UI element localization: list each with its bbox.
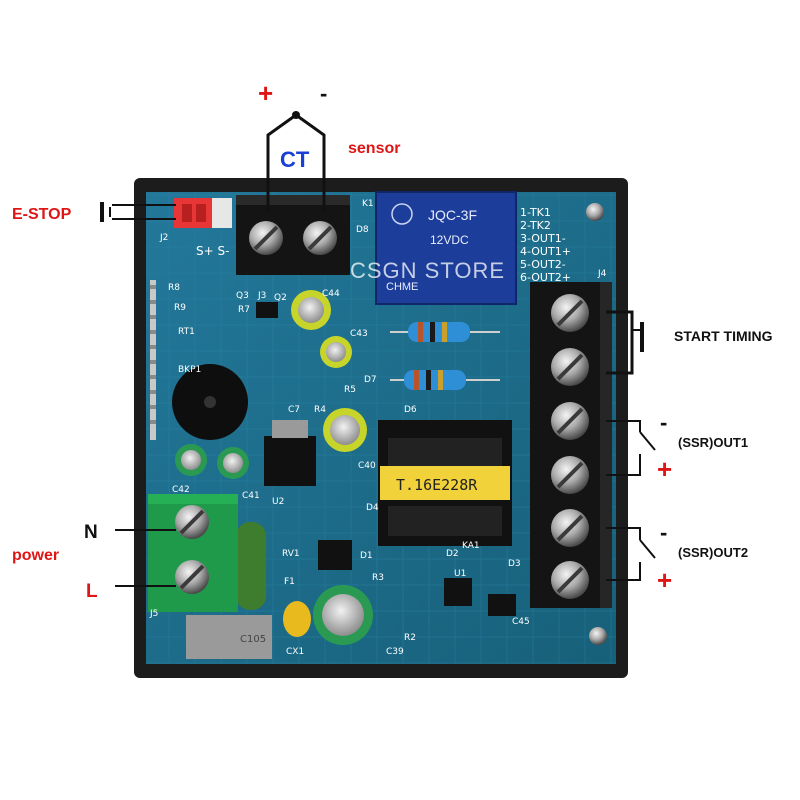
silk-ref: C40 bbox=[358, 461, 376, 471]
header-pins bbox=[150, 280, 156, 440]
silk-ref: J4 bbox=[597, 269, 607, 279]
terminal-silk-labels: 1-TK1 2-TK2 3-OUT1- 4-OUT1+ 5-OUT2- 6-OU… bbox=[520, 206, 571, 284]
silk-ref: D3 bbox=[508, 559, 521, 569]
silk-out2-pos: 6-OUT2+ bbox=[520, 271, 571, 284]
silk-ref: R4 bbox=[314, 405, 326, 415]
x-capacitor: C105 bbox=[186, 615, 272, 659]
output-terminal-block bbox=[530, 282, 612, 608]
resistors bbox=[390, 322, 500, 390]
silk-ref: C45 bbox=[512, 617, 530, 627]
mount-screw bbox=[589, 627, 607, 645]
silk-out1-pos: 4-OUT1+ bbox=[520, 245, 571, 258]
estop-label: E-STOP bbox=[12, 206, 72, 223]
small-ics bbox=[256, 302, 516, 616]
silk-ref: Q3 bbox=[236, 291, 249, 301]
relay: JQC-3F 12VDC CHME bbox=[375, 191, 517, 305]
out1-plus-label: + bbox=[657, 454, 672, 484]
silk-tk1: 1-TK1 bbox=[520, 206, 551, 219]
out2-label: (SSR)OUT2 bbox=[678, 545, 748, 560]
sensor-terminal bbox=[236, 195, 350, 275]
silk-ref: J2 bbox=[159, 233, 168, 243]
silk-ref: F1 bbox=[284, 577, 295, 587]
silk-out1-neg: 3-OUT1- bbox=[520, 232, 566, 245]
silk-ref: J5 bbox=[149, 609, 158, 619]
out1-label: (SSR)OUT1 bbox=[678, 435, 748, 450]
relay-voltage: 12VDC bbox=[430, 233, 469, 247]
transformer-label: T.16E228R bbox=[396, 476, 478, 494]
fuse bbox=[283, 601, 311, 637]
silk-ref: D8 bbox=[356, 225, 369, 235]
silk-ref: CX1 bbox=[286, 647, 304, 657]
l-label: L bbox=[86, 581, 98, 602]
ct-label: CT bbox=[280, 147, 310, 172]
capacitors bbox=[175, 290, 373, 645]
silk-ref: U2 bbox=[272, 497, 284, 507]
silk-ref: C39 bbox=[386, 647, 404, 657]
mount-screw bbox=[586, 203, 604, 221]
silk-refs: K1 J2 J3 Q2 Q3 R7 R8 R9 RT1 BKP1 C44 C43… bbox=[149, 199, 607, 657]
silk-ref: KA1 bbox=[462, 541, 480, 551]
silk-ref: R7 bbox=[238, 305, 250, 315]
out2-wiring bbox=[606, 527, 656, 581]
silk-ref: U1 bbox=[454, 569, 466, 579]
silk-ref: C44 bbox=[322, 289, 340, 299]
silk-ref: D2 bbox=[446, 549, 459, 559]
silk-ref: D1 bbox=[360, 551, 373, 561]
buzzer bbox=[172, 364, 248, 440]
relay-model: JQC-3F bbox=[428, 207, 477, 223]
x-capacitor-code: C105 bbox=[240, 634, 266, 645]
silk-ref: C43 bbox=[350, 329, 368, 339]
out1-wiring bbox=[606, 420, 656, 476]
sensor-silk: S+ S- bbox=[196, 244, 229, 258]
silk-ref: R2 bbox=[404, 633, 416, 643]
silk-ref: Q2 bbox=[274, 293, 287, 303]
silk-ref: D6 bbox=[404, 405, 417, 415]
estop-wiring bbox=[100, 202, 176, 222]
out1-minus-label: - bbox=[660, 410, 667, 435]
estop-connector bbox=[174, 198, 232, 228]
silk-ref: C7 bbox=[288, 405, 300, 415]
silk-ref: RT1 bbox=[178, 327, 195, 337]
silk-ref: C41 bbox=[242, 491, 260, 501]
silk-ref: R9 bbox=[174, 303, 186, 313]
power-wires bbox=[115, 529, 176, 587]
silk-ref: C42 bbox=[172, 485, 190, 495]
silk-ref: J3 bbox=[257, 291, 266, 301]
silk-ref: RV1 bbox=[282, 549, 300, 559]
silk-tk2: 2-TK2 bbox=[520, 219, 551, 232]
n-label: N bbox=[84, 522, 98, 543]
power-terminal bbox=[148, 494, 238, 612]
sensor-label: sensor bbox=[348, 140, 400, 157]
start-timing-label: START TIMING bbox=[674, 328, 773, 344]
ct-minus-label: - bbox=[320, 81, 327, 106]
voltage-regulator bbox=[264, 420, 316, 486]
out2-minus-label: - bbox=[660, 520, 667, 545]
silk-out2-neg: 5-OUT2- bbox=[520, 258, 566, 271]
silk-ref: R8 bbox=[168, 283, 180, 293]
power-label: power bbox=[12, 547, 59, 564]
silk-ref: R3 bbox=[372, 573, 384, 583]
transformer: T.16E228R bbox=[378, 420, 512, 546]
silk-ref: R5 bbox=[344, 385, 356, 395]
silk-ref: BKP1 bbox=[178, 365, 201, 375]
ct-plus-label: + bbox=[258, 78, 273, 108]
silk-ref: D7 bbox=[364, 375, 377, 385]
silk-ref: D4 bbox=[366, 503, 379, 513]
out2-plus-label: + bbox=[657, 565, 672, 595]
ct-wires bbox=[266, 111, 326, 212]
relay-brand: CHME bbox=[386, 281, 418, 293]
watermark: CSGN STORE bbox=[350, 258, 505, 283]
varistor bbox=[236, 522, 266, 610]
start-timing-wiring bbox=[606, 310, 644, 375]
silk-ref: K1 bbox=[362, 199, 374, 209]
